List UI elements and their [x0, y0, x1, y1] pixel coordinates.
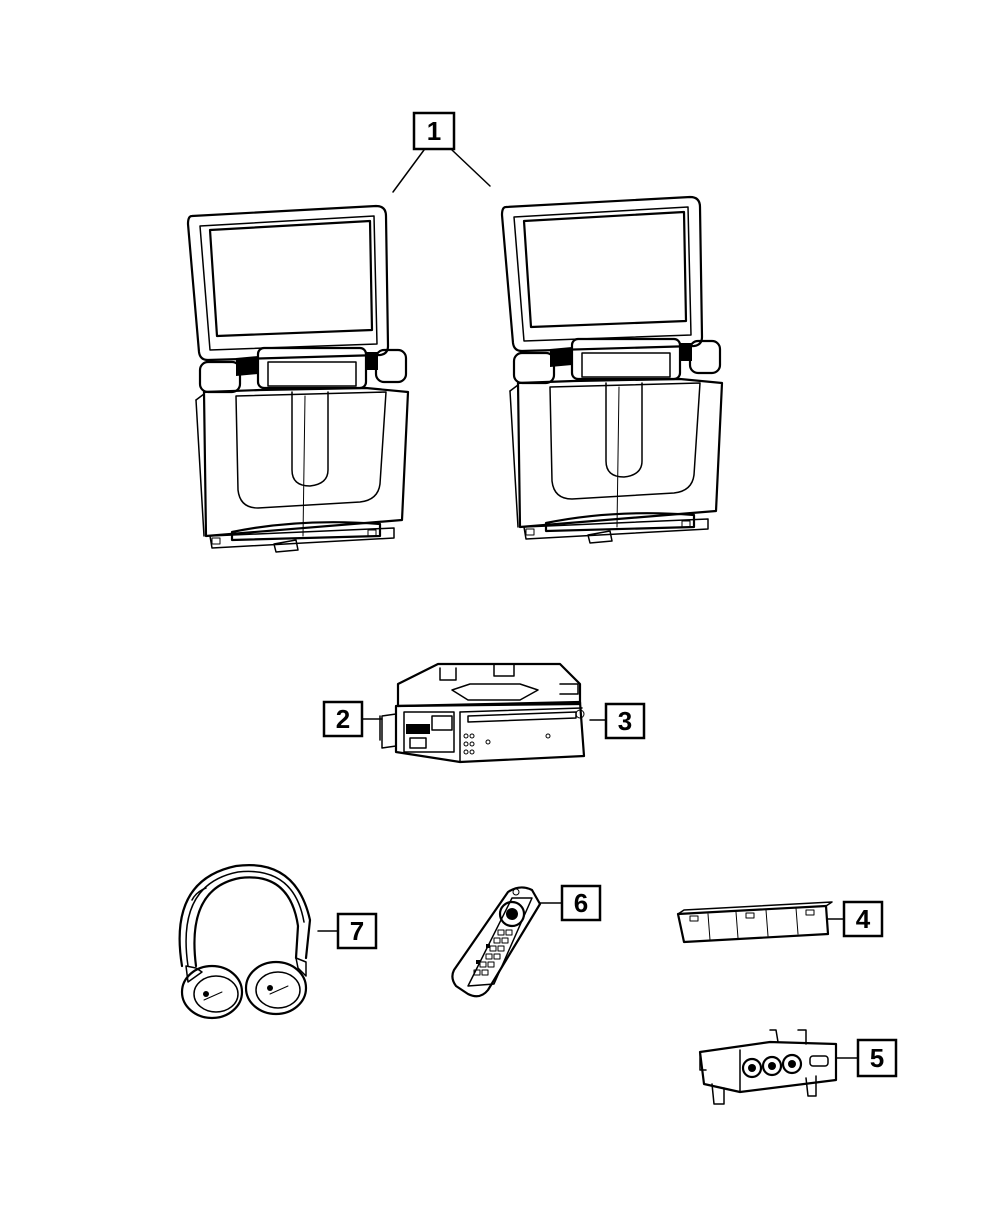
- callout-6[interactable]: 6: [560, 884, 602, 922]
- callout-3-label: 3: [618, 706, 632, 736]
- media-player-module: [379, 662, 586, 764]
- callout-4-label: 4: [856, 904, 871, 934]
- leader-line-1b: [451, 149, 491, 187]
- callout-2[interactable]: 2: [322, 700, 364, 738]
- callout-5-label: 5: [870, 1043, 884, 1073]
- callout-1-label: 1: [427, 116, 441, 146]
- leader-line-1a: [392, 149, 425, 193]
- callout-1[interactable]: 1: [412, 111, 456, 151]
- callout-7[interactable]: 7: [336, 912, 378, 950]
- callout-3[interactable]: 3: [604, 702, 646, 740]
- wireless-headphones: [178, 864, 312, 1020]
- remote-control: [451, 886, 542, 998]
- callout-4[interactable]: 4: [842, 900, 884, 938]
- callout-2-label: 2: [336, 704, 350, 734]
- callout-7-label: 7: [350, 916, 364, 946]
- switch-strip: [676, 901, 833, 944]
- callout-5[interactable]: 5: [856, 1038, 898, 1078]
- callout-6-label: 6: [574, 888, 588, 918]
- overhead-monitor-right: [500, 195, 724, 544]
- overhead-monitor-left: [186, 204, 410, 553]
- aux-jack-module: [698, 1029, 838, 1105]
